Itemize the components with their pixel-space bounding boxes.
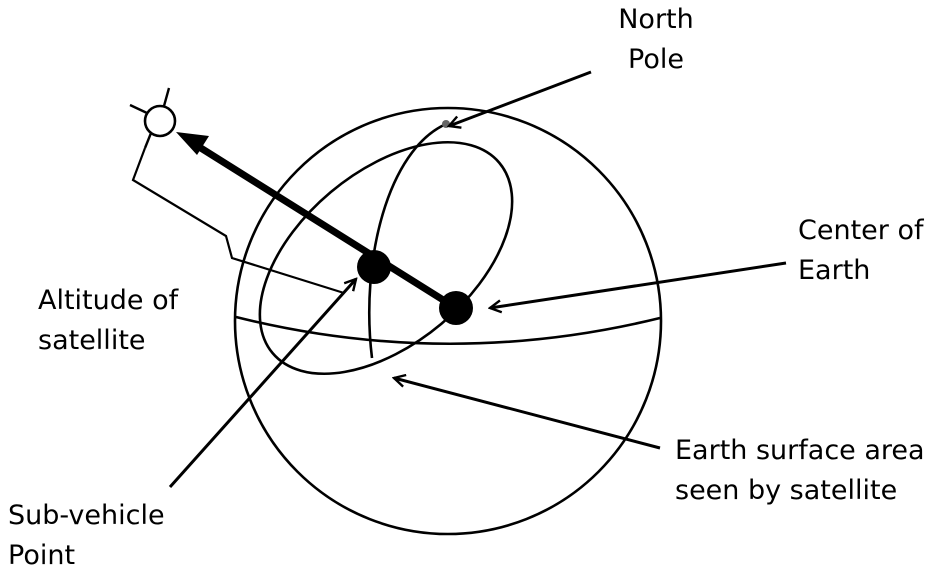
meridian-line	[368, 122, 447, 359]
surface-area-leader	[394, 378, 661, 450]
north-pole-point	[442, 120, 450, 128]
satellite-direction-line	[194, 142, 458, 311]
center-of-earth-dot	[439, 291, 473, 325]
sub-vehicle-point-dot	[357, 250, 391, 284]
sub-vehicle-leader	[168, 279, 356, 488]
coverage-area-ellipse	[258, 140, 514, 376]
altitude-bracket	[131, 147, 345, 295]
sub-vehicle-label: Sub-vehicle Point	[8, 500, 165, 571]
north-pole-leader	[449, 70, 592, 126]
satellite-icon	[129, 87, 177, 149]
center-of-earth-label: Center of Earth	[798, 215, 924, 286]
north-pole-label: North Pole	[618, 4, 694, 75]
satellite-arrowhead	[176, 132, 209, 155]
surface-area-label: Earth surface area seen by satellite	[675, 435, 925, 506]
altitude-label: Altitude of satellite	[38, 285, 179, 356]
equator-arc	[235, 315, 661, 346]
center-of-earth-leader	[490, 261, 787, 308]
earth-outline	[233, 106, 663, 536]
